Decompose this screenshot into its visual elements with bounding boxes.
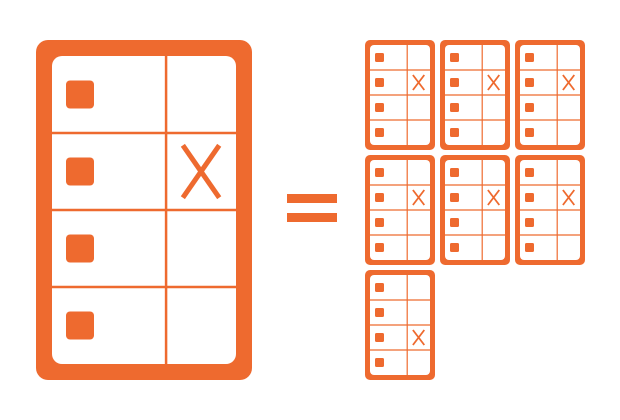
checkbox-icon <box>66 157 94 186</box>
x-mark-icon <box>180 143 222 200</box>
x-stroke <box>562 189 576 206</box>
large-card <box>36 40 252 380</box>
small-card <box>515 155 585 265</box>
checkbox-icon <box>450 78 459 87</box>
x-stroke <box>562 74 576 91</box>
checkbox-icon <box>66 234 94 263</box>
checkbox-icon <box>375 243 384 252</box>
small-card <box>515 40 585 150</box>
checkbox-icon <box>525 193 534 202</box>
small-card <box>365 155 435 265</box>
checkbox-icon <box>375 333 384 342</box>
x-mark-icon <box>412 189 426 206</box>
x-stroke <box>412 74 426 91</box>
x-mark-icon <box>487 74 501 91</box>
checkbox-icon <box>525 53 534 62</box>
checkbox-icon <box>525 78 534 87</box>
x-mark-icon <box>487 189 501 206</box>
x-stroke <box>487 74 501 91</box>
small-card <box>440 40 510 150</box>
checkbox-icon <box>66 80 94 109</box>
checkbox-icon <box>525 128 534 137</box>
equals-bar-bottom <box>287 213 337 222</box>
checkbox-icon <box>450 128 459 137</box>
checkbox-icon <box>450 53 459 62</box>
small-card <box>440 155 510 265</box>
checkbox-icon <box>66 311 94 340</box>
checkbox-icon <box>375 103 384 112</box>
x-stroke <box>180 143 222 200</box>
checkbox-icon <box>375 358 384 367</box>
equals-bar-top <box>287 194 337 203</box>
x-stroke <box>412 329 426 346</box>
equals-icon <box>287 194 337 222</box>
x-mark-icon <box>412 74 426 91</box>
checkbox-icon <box>450 168 459 177</box>
checkbox-icon <box>375 53 384 62</box>
large-checklist-card <box>36 40 252 380</box>
checkbox-icon <box>375 78 384 87</box>
x-mark-icon <box>562 74 576 91</box>
small-card <box>365 40 435 150</box>
checkbox-icon <box>375 193 384 202</box>
x-stroke <box>487 189 501 206</box>
checkbox-icon <box>375 283 384 292</box>
checkbox-icon <box>450 193 459 202</box>
checkbox-icon <box>525 243 534 252</box>
small-card <box>365 270 435 380</box>
checkbox-icon <box>375 128 384 137</box>
checkbox-icon <box>525 218 534 227</box>
checkbox-icon <box>525 103 534 112</box>
checkbox-icon <box>375 218 384 227</box>
checkbox-icon <box>375 308 384 317</box>
checkbox-icon <box>450 103 459 112</box>
checkbox-icon <box>450 218 459 227</box>
checkbox-icon <box>450 243 459 252</box>
small-checklist-cards <box>365 40 585 380</box>
x-mark-icon <box>412 329 426 346</box>
checkbox-icon <box>525 168 534 177</box>
x-mark-icon <box>562 189 576 206</box>
checkbox-icon <box>375 168 384 177</box>
x-stroke <box>412 189 426 206</box>
